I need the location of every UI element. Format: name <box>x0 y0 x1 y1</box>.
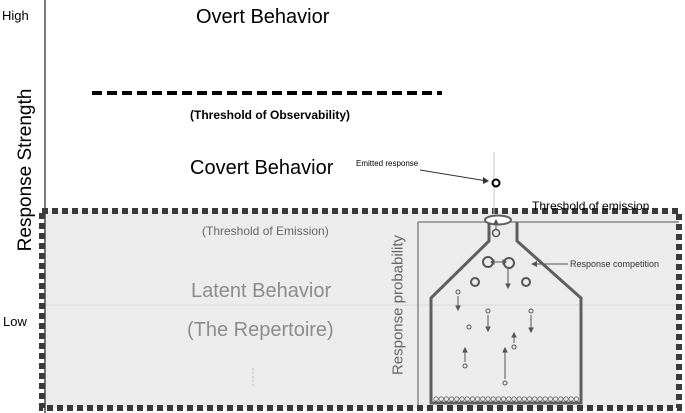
base-circle <box>454 396 460 402</box>
covert-behavior-label: Covert Behavior <box>190 157 334 179</box>
base-circle <box>526 396 533 402</box>
latent-zone-border <box>39 208 682 411</box>
base-circle <box>438 396 444 402</box>
overt-behavior-label: Overt Behavior <box>196 6 330 28</box>
base-circle <box>568 396 574 402</box>
base-circle <box>563 396 569 402</box>
base-circle <box>480 396 486 402</box>
response-probability-label: Response probability <box>389 234 407 376</box>
base-circle <box>511 396 517 402</box>
threshold-of-emission-label: Threshold of emission <box>532 199 650 213</box>
axis-high-label: High <box>2 8 29 23</box>
base-circle <box>521 396 528 402</box>
response-arrows <box>455 218 534 379</box>
emitted-response-circle <box>491 178 501 188</box>
base-circle <box>469 396 475 402</box>
emission-threshold-label: (Threshold of Emission) <box>202 224 329 238</box>
base-circle <box>573 396 580 402</box>
base-circle <box>558 396 564 402</box>
latent-zone <box>44 211 679 408</box>
base-circle <box>532 396 538 402</box>
base-circle <box>464 396 470 402</box>
base-circle <box>474 396 481 402</box>
base-circle <box>537 396 543 402</box>
base-circle <box>448 396 455 402</box>
base-circle <box>485 396 491 402</box>
base-circle <box>495 396 501 402</box>
base-circle <box>443 396 449 402</box>
base-circle <box>516 396 522 402</box>
base-circle <box>459 396 465 402</box>
base-circle <box>506 396 512 402</box>
axis-title: Response Strength <box>15 88 36 252</box>
base-circle <box>500 396 507 402</box>
base-circle <box>552 396 559 402</box>
response-competition-label: Response competition <box>570 259 660 269</box>
observability-threshold-label: (Threshold of Observability) <box>190 108 351 122</box>
flask-base-circles <box>433 396 580 402</box>
base-circle <box>433 396 439 402</box>
axis-low-label: Low <box>3 314 27 329</box>
base-circle <box>490 396 496 402</box>
base-circle <box>547 396 554 402</box>
repertoire-label: (The Repertoire) <box>187 319 334 341</box>
emitted-response-label: Emitted response <box>356 159 419 168</box>
flask-outline <box>429 222 583 405</box>
base-circle <box>542 396 548 402</box>
latent-behavior-label: Latent Behavior <box>191 280 332 302</box>
